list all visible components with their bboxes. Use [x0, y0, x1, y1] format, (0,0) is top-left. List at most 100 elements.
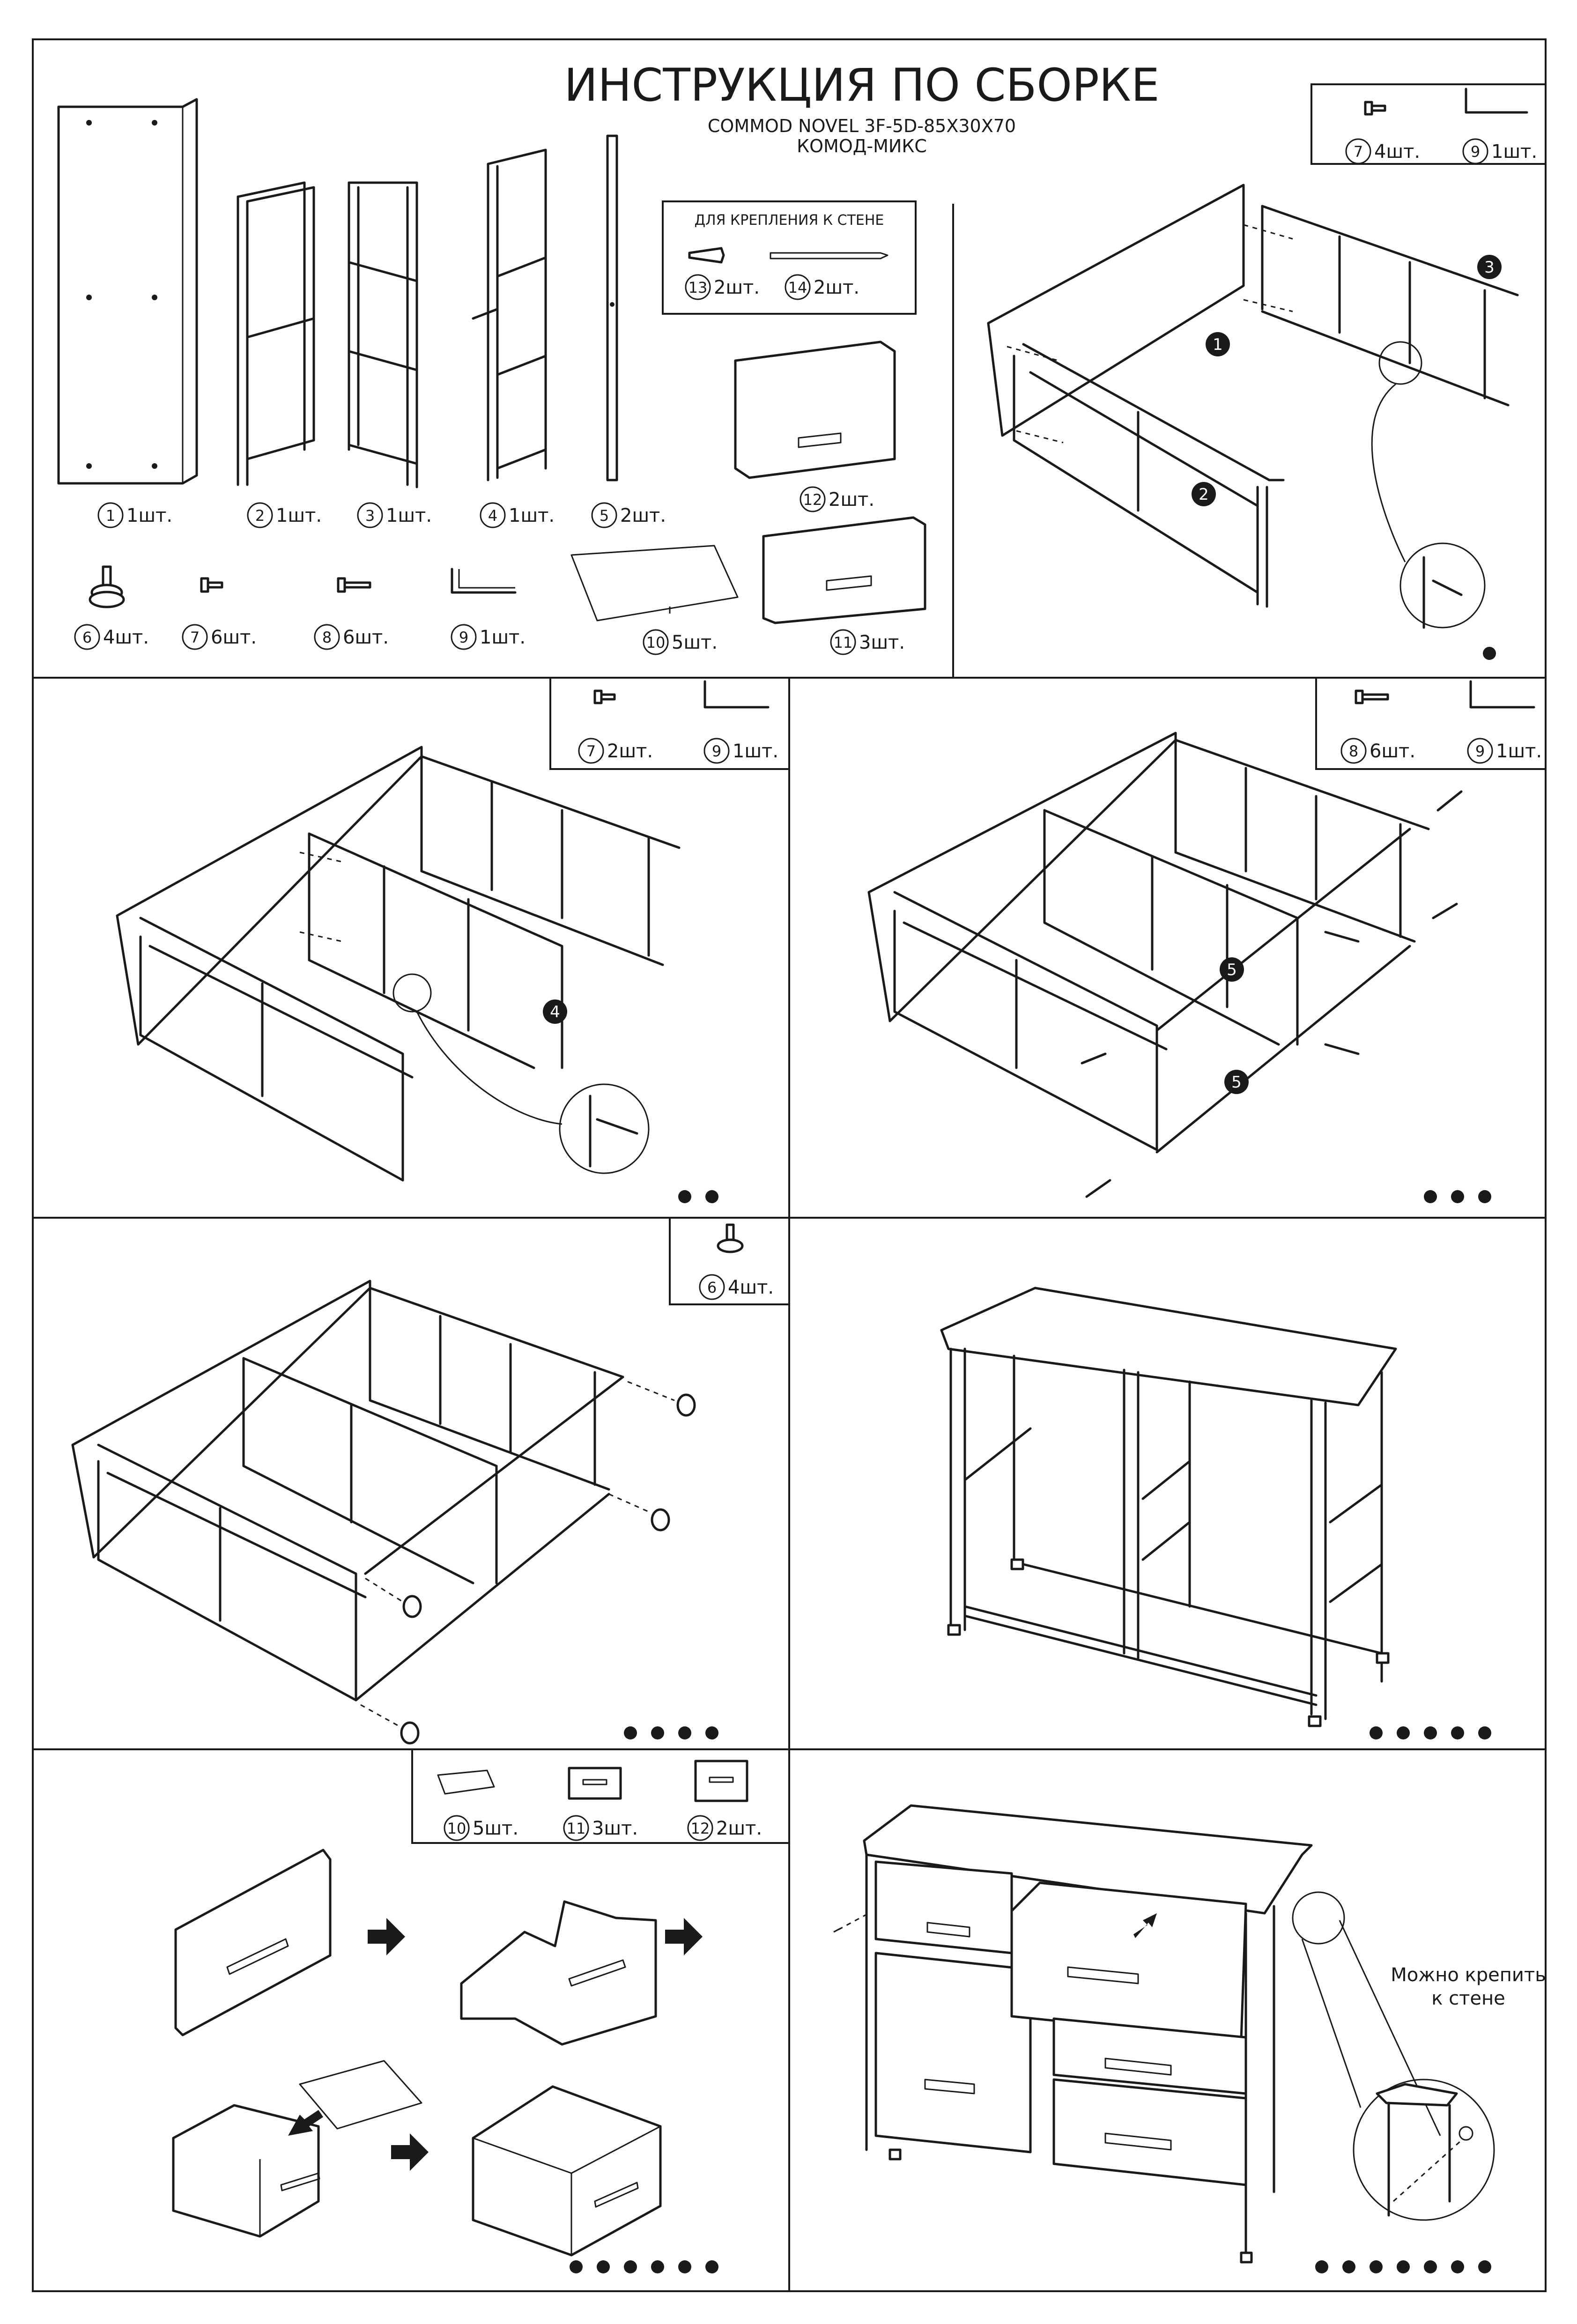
wall-mount-note-line1: Можно крепить — [1391, 1964, 1546, 1986]
marker-number: 2 — [1199, 485, 1209, 504]
part-number: 11 — [567, 1820, 586, 1837]
drawer-middle-right — [1052, 2017, 1247, 2095]
marker-number: 1 — [1213, 335, 1223, 354]
part-quantity: 6шт. — [343, 627, 389, 648]
part-10-drawer-bottom — [570, 545, 739, 622]
part-5-rod — [606, 134, 618, 481]
part-11-drawer-front — [762, 516, 926, 624]
step-dot — [1478, 1190, 1491, 1203]
arrow-right-icon — [665, 1918, 703, 1955]
step-4-foot-icon — [402, 1595, 422, 1618]
step-5-foot-icon — [1376, 1652, 1390, 1664]
part-number: 1 — [106, 507, 115, 525]
part-number: 7 — [190, 629, 200, 646]
step-5-foot-icon — [1308, 1715, 1322, 1727]
step-dot — [705, 1726, 718, 1739]
drawer-top-left — [874, 1860, 1013, 1954]
part-quantity: 6шт. — [211, 627, 257, 648]
part-number: 8 — [1349, 742, 1358, 760]
part-2-frame — [237, 181, 315, 486]
part-number: 5 — [600, 507, 609, 525]
part-quantity: 1шт. — [733, 740, 778, 762]
step-dot — [1342, 2260, 1355, 2273]
step-6-indicator-dots — [570, 2260, 718, 2273]
step-4-hardware-box — [669, 1217, 790, 1305]
step-4-illustration — [71, 1217, 790, 1745]
product-name: КОМОД-МИКС — [797, 136, 927, 156]
part-1-side-panel — [57, 98, 198, 485]
box-with-bottom-insert — [172, 2060, 422, 2238]
step-1-illustration — [987, 83, 1547, 660]
step-dot — [678, 1726, 691, 1739]
step-dot — [1478, 2260, 1491, 2273]
part-quantity: 2шт. — [607, 740, 653, 762]
step-dot — [1451, 1190, 1464, 1203]
step-3-allen-key-icon — [1469, 680, 1535, 709]
step-4-foot-icon — [676, 1393, 696, 1417]
part-number: 11 — [834, 634, 853, 651]
part-9-allen-key-icon — [451, 568, 517, 594]
step-dot — [1315, 2260, 1328, 2273]
step-dot — [678, 1190, 691, 1203]
step-dot — [1424, 1190, 1437, 1203]
part-quantity: 1шт. — [276, 505, 322, 526]
part-quantity: 2шт. — [620, 505, 666, 526]
step-dot — [1397, 1726, 1410, 1739]
part-number: 12 — [691, 1820, 710, 1837]
step-3-callout: 8 6шт. — [1340, 738, 1415, 764]
part-7-screw — [200, 577, 223, 593]
step-6-callout: 10 5шт. — [444, 1815, 518, 1841]
part-quantity: 1шт. — [1496, 740, 1542, 762]
part-quantity: 6шт. — [1370, 740, 1415, 762]
marker-number: 5 — [1227, 961, 1237, 979]
part-number: 10 — [447, 1820, 466, 1837]
step-dot — [1451, 2260, 1464, 2273]
part-quantity: 5шт. — [473, 1818, 518, 1839]
part-number: 14 — [788, 279, 807, 296]
step-dot — [651, 2260, 664, 2273]
step-dot — [1424, 1726, 1437, 1739]
step-dot — [597, 2260, 610, 2273]
step-4-foot-icon — [400, 1721, 420, 1745]
part-quantity: 1шт. — [480, 627, 526, 648]
step-1-part-marker: 3 — [1477, 255, 1502, 279]
step-1-indicator-dot — [1483, 647, 1496, 660]
step-2-part-marker: 4 — [543, 999, 567, 1024]
step-6-drawer-front-icon — [694, 1760, 748, 1802]
part-number: 7 — [1354, 143, 1363, 161]
assembled-drawer-box — [472, 2085, 662, 2257]
step-6-illustration — [172, 1748, 790, 2257]
step-dot — [1451, 1726, 1464, 1739]
part-quantity: 3шт. — [592, 1818, 638, 1839]
part-quantity: 1шт. — [386, 505, 432, 526]
step-5-illustration — [940, 1287, 1397, 1727]
step-6-drawer-front-icon — [568, 1767, 622, 1800]
step-3-bolt-icon — [1436, 790, 1463, 812]
step-7-indicator-dots — [1315, 2260, 1491, 2273]
part-3-frame — [348, 181, 418, 488]
page-title: ИНСТРУКЦИЯ ПО СБОРКЕ — [564, 59, 1159, 111]
part-4-frame — [472, 148, 547, 481]
step-7-illustration: Можно крепить к стене — [833, 1804, 1546, 2264]
part-number: 10 — [646, 634, 666, 651]
step-3-part-marker: 5 — [1220, 957, 1244, 982]
part-8-screw — [337, 577, 371, 593]
step-dot — [705, 1190, 718, 1203]
step-1-hardware-box — [1310, 83, 1547, 165]
marker-number: 5 — [1231, 1073, 1242, 1092]
